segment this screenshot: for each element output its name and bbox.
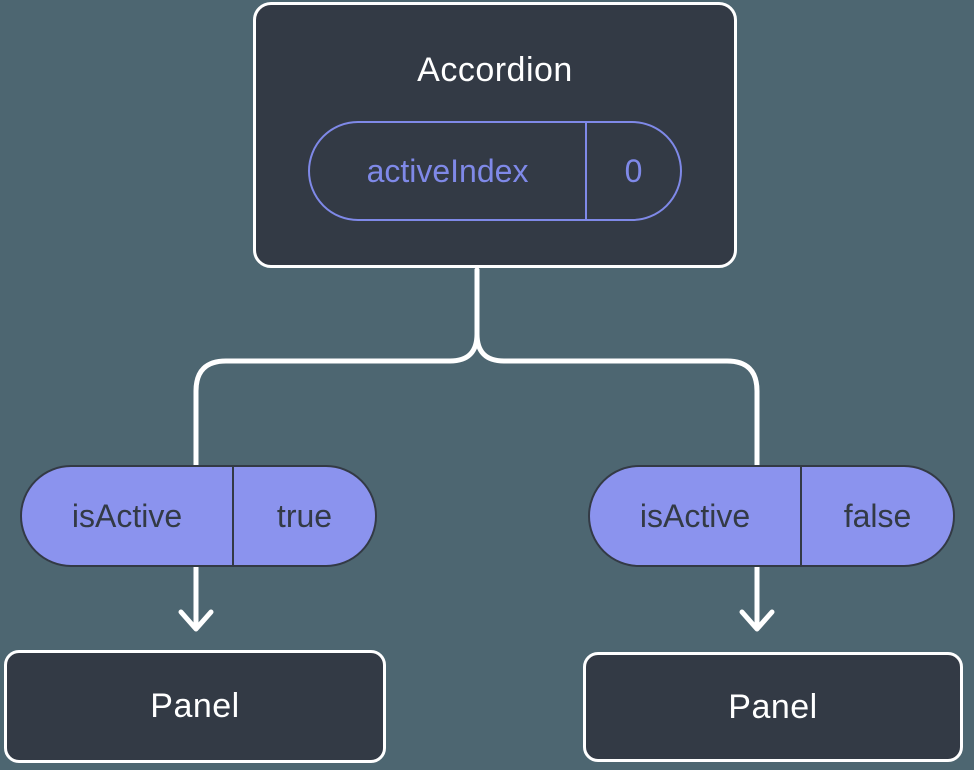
state-pill-activeindex: activeIndex 0 bbox=[308, 121, 682, 221]
prop-name-label: isActive bbox=[71, 497, 183, 534]
prop-value-label: false bbox=[800, 467, 953, 565]
panel-node-right: Panel bbox=[583, 652, 963, 762]
arrow-down-icon bbox=[178, 609, 214, 632]
panel-node-label: Panel bbox=[150, 687, 240, 725]
prop-pill-isactive-true: isActive true bbox=[20, 465, 377, 567]
state-value-label: 0 bbox=[585, 123, 680, 219]
connector-right-branch bbox=[474, 267, 760, 627]
accordion-node-label: Accordion bbox=[417, 51, 573, 89]
state-name-label: activeIndex bbox=[366, 152, 529, 189]
panel-node-label: Panel bbox=[728, 687, 818, 726]
arrow-down-icon bbox=[739, 609, 775, 632]
accordion-node: Accordion activeIndex 0 bbox=[253, 2, 737, 268]
connector-left-branch bbox=[193, 267, 480, 627]
panel-node-left: Panel bbox=[4, 650, 386, 763]
prop-name-label: isActive bbox=[639, 497, 751, 534]
prop-pill-isactive-false: isActive false bbox=[588, 465, 955, 567]
prop-value-label: true bbox=[232, 467, 375, 565]
